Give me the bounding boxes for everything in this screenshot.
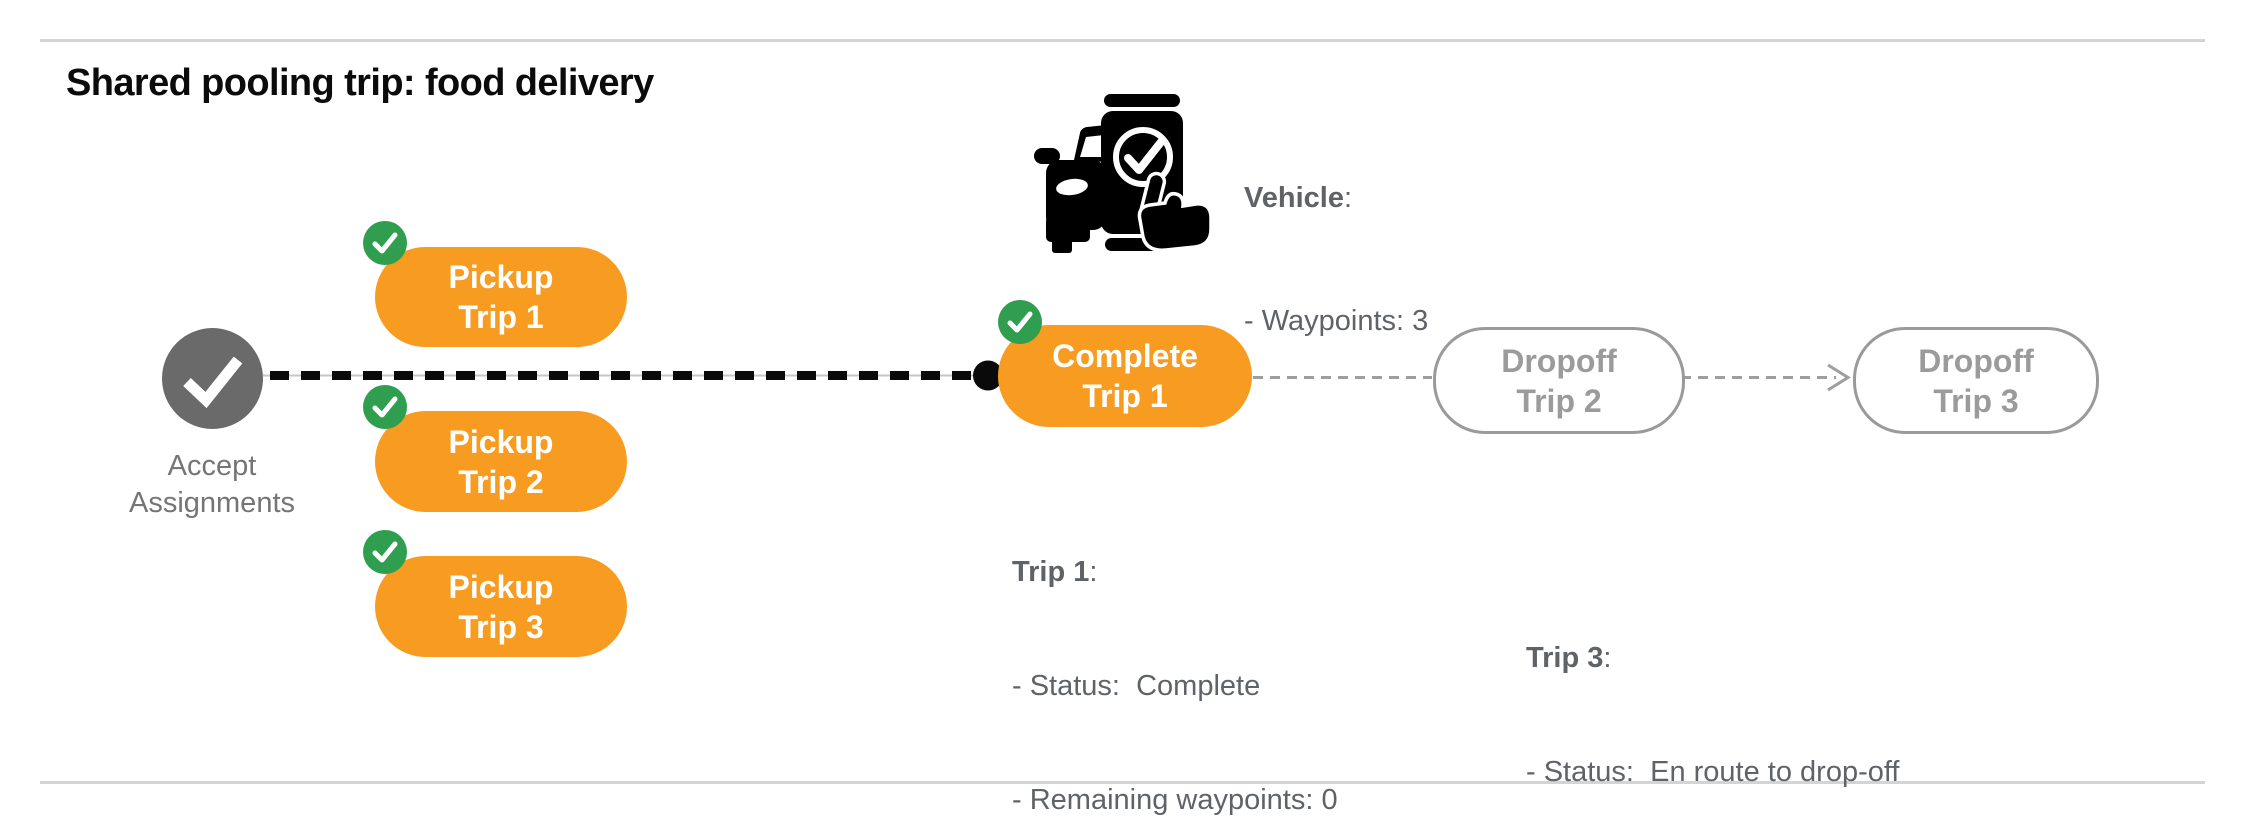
check-icon [183,356,243,409]
accept-assignments-label: Accept Assignments [128,450,295,519]
check-badge-icon [363,385,407,429]
trip-1-2-status-block: Trip 1: - Status: Complete - Remaining w… [1012,477,1385,825]
pickup-trip-3-node: Pickup Trip 3 [363,530,627,657]
route-endpoint-dot [973,360,1003,391]
check-badge-icon [998,300,1042,344]
trip-3-status-block: Trip 3: - Status: En route to drop-off -… [1526,563,1899,825]
trip-title: Trip 1: [1012,556,1098,588]
trip-waypoints-line: - Remaining waypoints: 0 [1012,784,1338,816]
dropoff-trip-2-node: Dropoff Trip 2 [1433,327,1685,434]
trip-status-line: - Status: Complete [1012,670,1261,702]
page-title: Shared pooling trip: food delivery [66,62,654,104]
complete-trip-1-node: Complete Trip 1 [998,300,1252,427]
bottom-divider [40,781,2205,784]
vehicle-phone-check-icon [1022,80,1213,255]
arrowhead-icon [1827,363,1851,392]
vehicle-info: Vehicle: - Waypoints: 3 [1244,96,1428,424]
top-divider [40,39,2205,42]
trip-status-line: - Status: En route to drop-off [1526,756,1900,788]
vehicle-waypoints: - Waypoints: 3 [1244,305,1429,337]
trip-title: Trip 3: [1526,642,1612,674]
pickup-trip-2-node: Pickup Trip 2 [363,385,627,512]
check-badge-icon [363,530,407,574]
check-badge-icon [363,221,407,265]
pickup-trip-1-node: Pickup Trip 1 [363,221,627,347]
accept-assignments-node [162,328,263,429]
dropoff-trip-3-node: Dropoff Trip 3 [1853,327,2099,434]
vehicle-info-title: Vehicle: [1244,182,1353,214]
